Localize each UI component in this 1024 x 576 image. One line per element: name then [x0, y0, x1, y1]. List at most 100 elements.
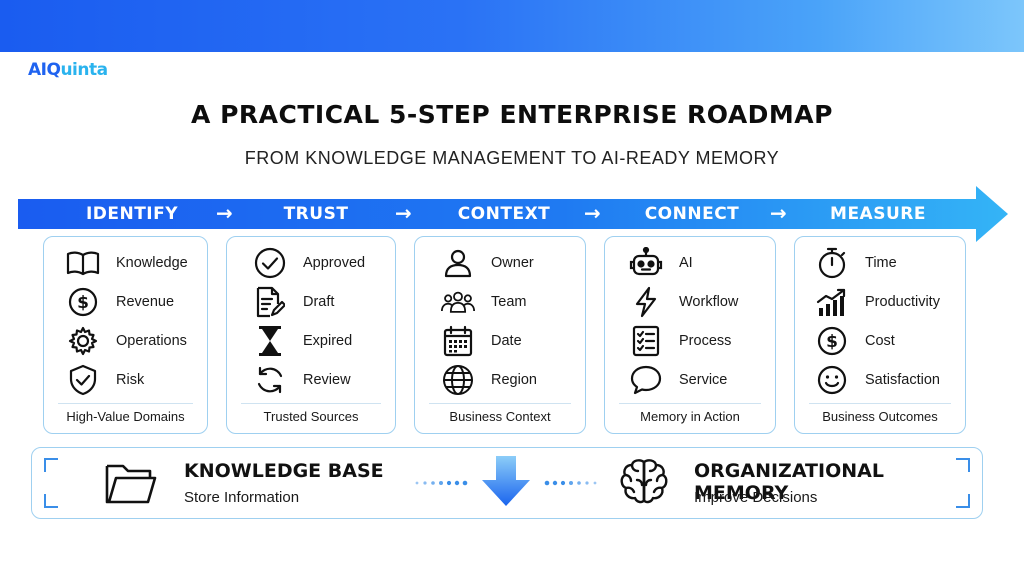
- step-labels: IDENTIFY → TRUST → CONTEXT → CONNECT → M…: [18, 200, 1008, 230]
- item-label: Approved: [303, 255, 366, 271]
- card-trust: Approved Draft Expired Review Trusted So…: [226, 236, 396, 434]
- list-item: Process: [629, 323, 731, 359]
- list-item: Owner: [441, 245, 534, 281]
- organizational-memory-title: ORGANIZATIONAL MEMORY: [694, 460, 884, 504]
- knowledge-base-subtitle: Store Information: [184, 489, 300, 506]
- growth-chart-icon: [815, 285, 849, 319]
- list-item: Service: [629, 362, 727, 398]
- item-label: Time: [865, 255, 897, 271]
- list-item: $ Revenue: [66, 284, 174, 320]
- list-item: Operations: [66, 323, 187, 359]
- corner-bracket-top-right: [956, 458, 970, 472]
- card-divider: [429, 403, 571, 404]
- item-label: Service: [679, 372, 728, 388]
- team-icon: [441, 285, 475, 319]
- card-caption: Business Outcomes: [822, 409, 938, 424]
- checklist-icon: [629, 324, 663, 358]
- card-caption: Memory in Action: [640, 409, 740, 424]
- card-identify: Knowledge $ Revenue Operations Risk High…: [43, 236, 208, 434]
- user-icon: [441, 246, 475, 280]
- brand-logo-main: AIQ: [28, 60, 61, 80]
- step-context: CONTEXT: [457, 204, 551, 224]
- list-item: Knowledge: [66, 245, 188, 281]
- list-item: Workflow: [629, 284, 738, 320]
- draft-document-icon: [253, 285, 287, 319]
- globe-icon: [441, 363, 475, 397]
- item-label: Workflow: [679, 294, 739, 310]
- card-divider: [619, 403, 761, 404]
- list-item: Team: [441, 284, 526, 320]
- list-item: Draft: [253, 284, 334, 320]
- item-label: Date: [491, 333, 522, 349]
- card-context: Owner Team Date Region Business Context: [414, 236, 586, 434]
- list-item: $ Cost: [815, 323, 895, 359]
- dotted-connector-right: [544, 480, 597, 486]
- calendar-icon: [441, 324, 475, 358]
- refresh-icon: [253, 363, 287, 397]
- item-label: Satisfaction: [865, 372, 940, 388]
- stopwatch-icon: [815, 246, 849, 280]
- step-arrow-4: →: [770, 201, 787, 225]
- item-label: Operations: [116, 333, 187, 349]
- shield-icon: [66, 363, 100, 397]
- dollar-icon: $: [815, 324, 849, 358]
- down-arrow-icon: [482, 456, 530, 506]
- card-connect: AI Workflow Process Service Memory in Ac…: [604, 236, 776, 434]
- step-arrow-1: →: [216, 201, 233, 225]
- organizational-memory-subtitle: Improve Decisions: [694, 489, 818, 506]
- list-item: AI: [629, 245, 693, 281]
- list-item: Satisfaction: [815, 362, 940, 398]
- list-item: Review: [253, 362, 351, 398]
- book-icon: [66, 246, 100, 280]
- item-label: Risk: [116, 372, 145, 388]
- chat-bubble-icon: [629, 363, 663, 397]
- lightning-icon: [629, 285, 663, 319]
- corner-bracket-bottom-left: [44, 494, 58, 508]
- dollar-icon: $: [66, 285, 100, 319]
- step-trust: TRUST: [283, 204, 349, 224]
- item-label: Team: [491, 294, 527, 310]
- card-measure: Time Productivity $ Cost Satisfaction Bu…: [794, 236, 966, 434]
- list-item: Expired: [253, 323, 352, 359]
- item-label: Expired: [303, 333, 353, 349]
- step-measure: MEASURE: [830, 204, 926, 224]
- item-label: Draft: [303, 294, 335, 310]
- card-divider: [241, 403, 381, 404]
- list-item: Productivity: [815, 284, 940, 320]
- svg-text:$: $: [826, 332, 838, 352]
- top-gradient-band: [0, 0, 1024, 52]
- item-label: Region: [491, 372, 537, 388]
- card-caption: High-Value Domains: [66, 409, 185, 424]
- step-identify: IDENTIFY: [85, 204, 179, 224]
- list-item: Approved: [253, 245, 365, 281]
- corner-bracket-top-left: [44, 458, 58, 472]
- item-label: Productivity: [865, 294, 940, 310]
- smiley-icon: [815, 363, 849, 397]
- item-label: AI: [679, 255, 693, 271]
- page-subtitle: FROM KNOWLEDGE MANAGEMENT TO AI-READY ME…: [244, 148, 780, 168]
- knowledge-base-title: KNOWLEDGE BASE: [184, 460, 384, 482]
- list-item: Risk: [66, 362, 144, 398]
- list-item: Time: [815, 245, 897, 281]
- svg-text:$: $: [77, 293, 89, 313]
- hourglass-icon: [253, 324, 287, 358]
- memory-transition-box: KNOWLEDGE BASE Store Information ORGANIZ…: [31, 447, 983, 519]
- item-label: Knowledge: [116, 255, 188, 271]
- item-label: Review: [303, 372, 351, 388]
- corner-bracket-bottom-right: [956, 494, 970, 508]
- step-arrow-3: →: [584, 201, 601, 225]
- gear-icon: [66, 324, 100, 358]
- page-title: A PRACTICAL 5-STEP ENTERPRISE ROADMAP: [191, 100, 833, 129]
- list-item: Date: [441, 323, 522, 359]
- process-arrow: [18, 186, 1008, 242]
- card-divider: [809, 403, 951, 404]
- dotted-connector-left: [415, 480, 468, 486]
- card-divider: [58, 403, 193, 404]
- robot-icon: [629, 246, 663, 280]
- item-label: Owner: [491, 255, 534, 271]
- item-label: Revenue: [116, 294, 175, 310]
- step-connect: CONNECT: [644, 204, 740, 224]
- step-arrow-2: →: [395, 201, 412, 225]
- card-caption: Trusted Sources: [263, 409, 359, 424]
- brand-logo: AIQuinta: [28, 60, 108, 80]
